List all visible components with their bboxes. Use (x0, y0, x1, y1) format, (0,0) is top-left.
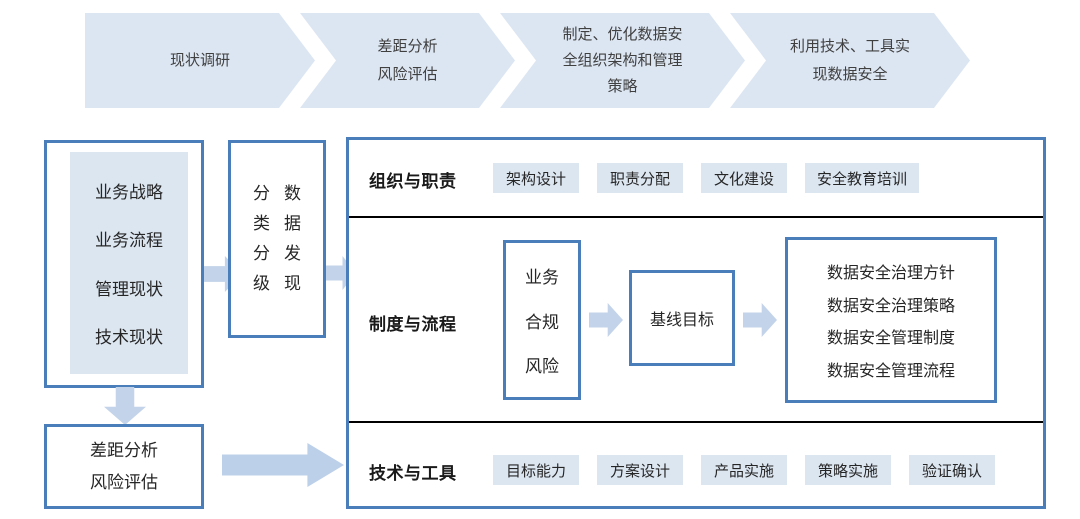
survey-item: 管理现状 (95, 279, 163, 299)
governance-panel: 组织与职责 架构设计 职责分配 文化建设 安全教育培训 制度与流程 业务 合规 … (346, 137, 1046, 509)
gap-line: 差距分析 (90, 440, 158, 460)
tag-organization-4[interactable]: 安全教育培训 (805, 163, 919, 193)
survey-item: 技术现状 (95, 328, 163, 348)
tag-technology-4[interactable]: 策略实施 (805, 455, 891, 485)
discovery-char: 数 (284, 184, 301, 203)
policy-output: 数据安全治理策略 (826, 297, 955, 315)
discovery-char: 发 (284, 244, 301, 263)
row-title-policy: 制度与流程 (369, 315, 457, 334)
arrow-baseline-to-outputs (743, 303, 777, 337)
baseline-target-box[interactable]: 基线目标 (629, 270, 735, 366)
discovery-char: 分 (253, 244, 270, 263)
baseline-label: 基线目标 (649, 312, 714, 329)
policy-input: 合规 (525, 312, 559, 332)
survey-item: 业务战略 (95, 182, 163, 202)
discovery-char: 现 (284, 274, 301, 293)
arrow-gap-to-panel (222, 443, 344, 487)
policy-output: 数据安全管理制度 (826, 330, 955, 348)
tag-organization-2[interactable]: 职责分配 (597, 163, 683, 193)
policy-output-box[interactable]: 数据安全治理方针 数据安全治理策略 数据安全管理制度 数据安全管理流程 (785, 237, 997, 403)
policy-input-box[interactable]: 业务 合规 风险 (503, 240, 581, 400)
survey-box-items: 业务战略 业务流程 管理现状 技术现状 (70, 152, 188, 374)
arrow-inputs-to-baseline (589, 303, 623, 337)
row-divider-1 (349, 216, 1043, 218)
process-step-3-label: 制定、优化数据安 全组织架构和管理 策略 (562, 25, 683, 95)
discovery-char: 据 (284, 214, 301, 233)
process-step-4[interactable]: 利用技术、工具实 现数据安全 (730, 13, 970, 108)
policy-input: 业务 (525, 267, 559, 287)
survey-item: 业务流程 (95, 231, 163, 251)
policy-output: 数据安全管理流程 (826, 363, 955, 381)
row-title-organization: 组织与职责 (369, 172, 457, 191)
tag-organization-3[interactable]: 文化建设 (701, 163, 787, 193)
discovery-char: 级 (253, 274, 270, 293)
policy-input: 风险 (525, 357, 559, 377)
gap-analysis-box[interactable]: 差距分析 风险评估 (44, 424, 204, 509)
tag-organization-1[interactable]: 架构设计 (493, 163, 579, 193)
process-step-2[interactable]: 差距分析 风险评估 (300, 13, 515, 108)
policy-output: 数据安全治理方针 (826, 264, 955, 282)
tag-technology-5[interactable]: 验证确认 (909, 455, 995, 485)
row-divider-2 (349, 421, 1043, 423)
process-step-1-label: 现状调研 (169, 51, 230, 69)
process-step-3[interactable]: 制定、优化数据安 全组织架构和管理 策略 (500, 13, 745, 108)
data-discovery-col-right: 数 据 发 现 (284, 179, 301, 299)
tag-technology-2[interactable]: 方案设计 (597, 455, 683, 485)
arrow-down-survey-to-gap (104, 387, 146, 425)
data-discovery-col-left: 分 类 分 级 (253, 179, 270, 299)
process-step-1[interactable]: 现状调研 (85, 13, 315, 108)
data-discovery-box[interactable]: 分 类 分 级 数 据 发 现 (228, 140, 326, 338)
process-step-2-label: 差距分析 风险评估 (377, 37, 438, 83)
tag-technology-3[interactable]: 产品实施 (701, 455, 787, 485)
discovery-char: 分 (253, 184, 270, 203)
tag-technology-1[interactable]: 目标能力 (493, 455, 579, 485)
gap-line: 风险评估 (90, 472, 158, 492)
discovery-char: 类 (253, 214, 270, 233)
row-title-technology: 技术与工具 (369, 464, 457, 483)
process-step-4-label: 利用技术、工具实 现数据安全 (789, 37, 910, 83)
